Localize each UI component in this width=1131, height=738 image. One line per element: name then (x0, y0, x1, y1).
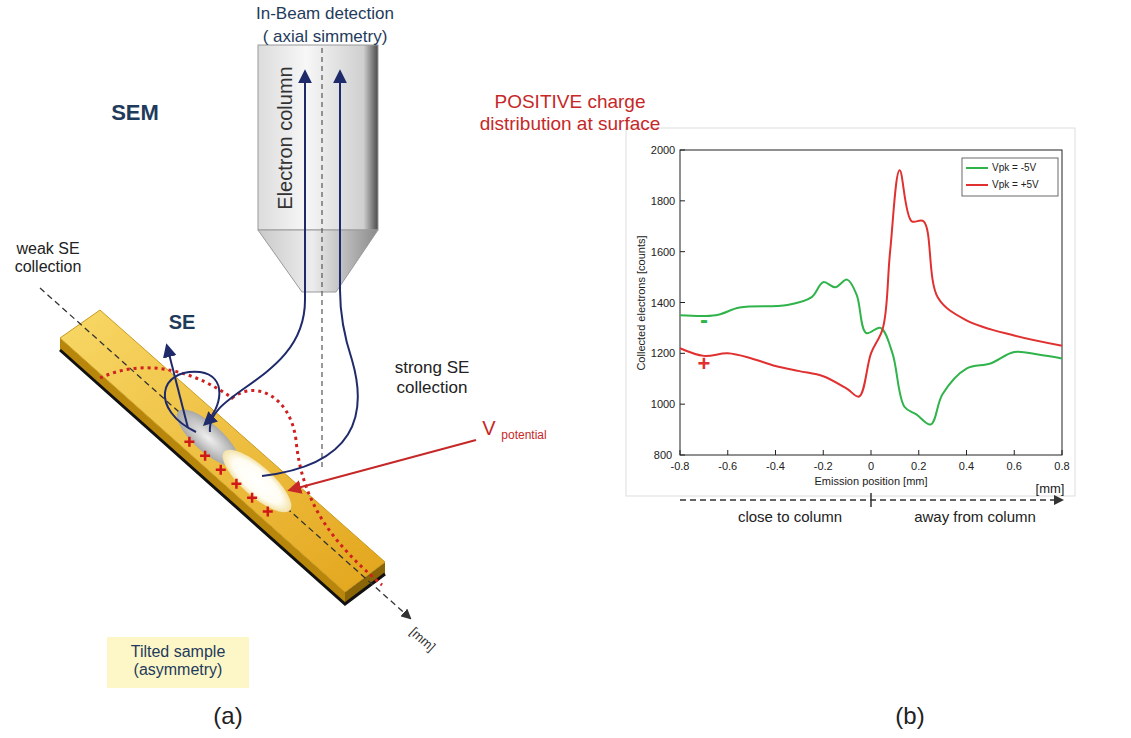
panel-label: (a) (213, 702, 242, 730)
tick-label: 0.6 (1007, 460, 1022, 473)
direction-label: close to column (738, 508, 842, 525)
x-tick (966, 450, 967, 455)
tick-label: -0.2 (814, 460, 833, 473)
tick-label: 800 (654, 449, 672, 462)
charge-note: POSITIVE charge distribution at surface (450, 91, 690, 135)
charge-cross (200, 451, 210, 461)
charge-cross (231, 479, 241, 489)
strong-collection-label: strong SE collection (377, 358, 487, 397)
position-divider (870, 493, 872, 507)
charge-cross (184, 437, 194, 447)
tick-label: 1600 (651, 245, 675, 258)
legend-box (962, 158, 1058, 196)
x-tick (727, 450, 728, 455)
node-text: Electron column (274, 66, 297, 209)
tick-label: 0.8 (1054, 460, 1069, 473)
node-text: Tilted sample (asymmetry) (116, 643, 240, 680)
x-tick (918, 450, 919, 455)
tick-label: 1800 (651, 195, 675, 208)
x-tick (823, 450, 824, 455)
axis-title: Emission position [mm] (814, 475, 927, 488)
strong-emission-spot (214, 441, 300, 522)
tick-label: -0.8 (671, 460, 690, 473)
tick-label: 1200 (651, 347, 675, 360)
tick-label: 1400 (651, 296, 675, 309)
detection-title: In-Beam detection (256, 4, 394, 24)
sample-tag-box: Tilted sample (asymmetry) (107, 637, 249, 688)
charge-cross (263, 507, 273, 517)
sample-top-face (60, 310, 385, 592)
tick-label: 1000 (651, 398, 675, 411)
detection-note: ( axial simmetry) (263, 27, 388, 47)
column-body (258, 45, 378, 230)
axis-title: Collected electrons [counts] (635, 235, 648, 370)
tick-label: -0.4 (766, 460, 785, 473)
x-tick (680, 450, 681, 455)
legend-sample (966, 167, 988, 169)
weak-collection-label: weak SE collection (3, 240, 93, 277)
x-tick (1014, 450, 1015, 455)
y-tick (680, 302, 685, 303)
sample-position-axis (40, 288, 410, 618)
charge-cross (247, 493, 257, 503)
tick-label: 0.2 (911, 460, 926, 473)
se-returning-trajectory (165, 372, 220, 432)
instrument-name: SEM (111, 100, 159, 125)
legend-sample (966, 184, 988, 186)
direction-label: away from column (914, 508, 1036, 525)
tick-label: -0.6 (718, 460, 737, 473)
se-escape-arrow (167, 346, 188, 428)
y-tick (680, 150, 685, 151)
sign-marker: - (700, 306, 708, 334)
y-tick (680, 404, 685, 405)
charge-cross (216, 465, 226, 475)
y-tick (680, 455, 685, 456)
se-label: SE (169, 311, 196, 334)
axis-unit: [mm] (1036, 482, 1065, 497)
tick-label: 0.4 (959, 460, 974, 473)
potential-subscript: potential (501, 429, 546, 443)
data-curve (680, 170, 1062, 396)
line-chart (680, 150, 1062, 455)
legend-text: Vpk = +5V (992, 179, 1039, 191)
chart-figure-frame (626, 128, 1075, 496)
axis-unit: [mm] (406, 625, 437, 655)
x-tick (1062, 450, 1063, 455)
potential-symbol: V (482, 417, 495, 440)
sign-marker: + (697, 351, 710, 376)
tick-label: 0 (868, 460, 874, 473)
column-box: Electron column (258, 45, 378, 230)
x-tick (775, 450, 776, 455)
potential-pointer (290, 440, 476, 490)
legend-text: Vpk = -5V (992, 162, 1036, 174)
positive-charges (184, 437, 272, 517)
y-tick (680, 200, 685, 201)
panel-label: (b) (895, 702, 924, 730)
y-tick (680, 251, 685, 252)
tick-label: 2000 (651, 144, 675, 157)
x-tick (871, 450, 872, 455)
y-tick (680, 353, 685, 354)
column-cone (258, 230, 378, 292)
plot-frame (680, 150, 1062, 455)
beam-axis (321, 48, 322, 470)
